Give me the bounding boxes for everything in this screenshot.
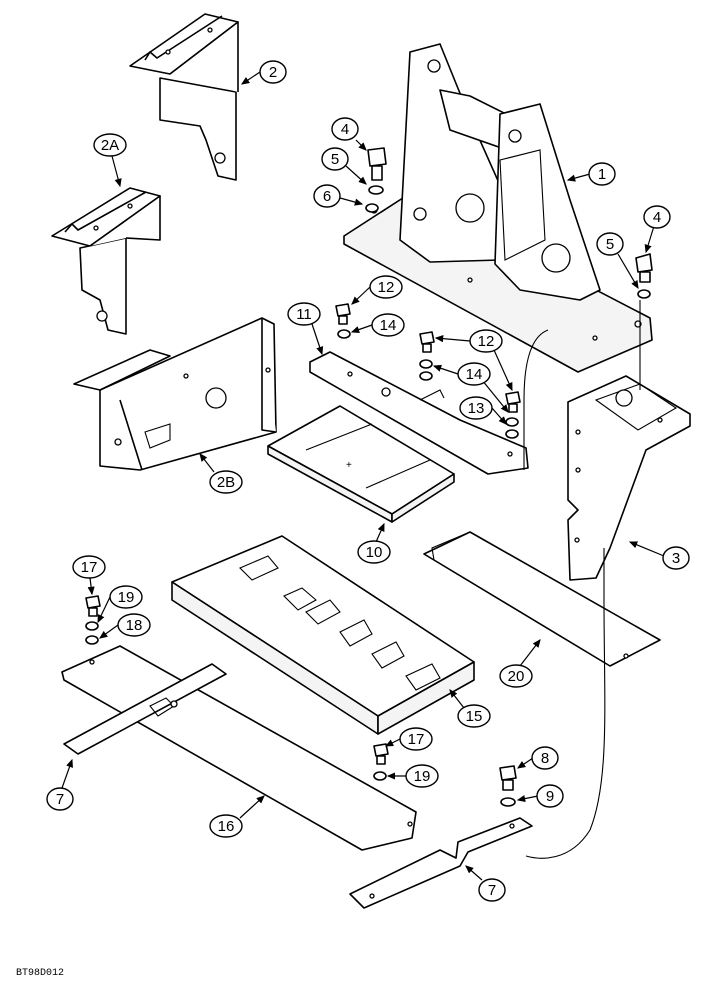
svg-text:2: 2 (269, 64, 277, 81)
bolt-8 (499, 765, 517, 791)
bolt-17-lower (373, 743, 389, 765)
figure-reference-code: BT98D012 (16, 968, 64, 979)
svg-text:7: 7 (56, 791, 64, 808)
washer-5-upper (368, 185, 384, 195)
svg-text:14: 14 (466, 366, 483, 383)
svg-text:9: 9 (546, 788, 554, 805)
callout-19-lower: 19 (386, 764, 439, 788)
part-2b-housing (73, 317, 277, 471)
bolt-4-right (635, 253, 653, 283)
callout-13: 13 (459, 396, 507, 425)
svg-text:10: 10 (366, 544, 383, 561)
callout-3: 3 (628, 541, 690, 570)
washer-6 (365, 203, 379, 213)
svg-text:4: 4 (653, 209, 661, 226)
washer-9 (500, 797, 516, 807)
svg-text:16: 16 (218, 818, 235, 835)
bolt-17-left (85, 595, 101, 617)
callout-10: 10 (357, 522, 391, 564)
svg-text:19: 19 (414, 768, 431, 785)
svg-text:5: 5 (331, 151, 339, 168)
callout-4-right: 4 (643, 205, 671, 254)
callout-1: 1 (566, 162, 616, 186)
bolt-4-upper (367, 147, 387, 181)
part-20-strip (423, 531, 661, 667)
bolt-12-upper (335, 303, 351, 325)
washer-5-right (637, 289, 651, 299)
part-2-bracket (129, 13, 239, 181)
svg-text:12: 12 (378, 279, 395, 296)
bolt-12-right (505, 391, 521, 413)
callout-6: 6 (313, 184, 364, 208)
svg-text:+: + (346, 460, 352, 471)
callout-7-right: 7 (465, 865, 506, 902)
svg-text:2A: 2A (101, 137, 119, 154)
svg-text:5: 5 (606, 236, 614, 253)
svg-text:18: 18 (126, 617, 143, 634)
callout-2: 2 (241, 60, 287, 85)
part-3-bracket (567, 375, 691, 581)
svg-text:15: 15 (466, 708, 483, 725)
svg-text:14: 14 (380, 317, 397, 334)
callout-16: 16 (209, 795, 265, 838)
svg-text:17: 17 (408, 731, 425, 748)
washer-14-upper (337, 329, 351, 339)
svg-text:6: 6 (323, 188, 331, 205)
callout-2b: 2B (199, 453, 243, 494)
callout-14-upper: 14 (350, 313, 405, 337)
part-7-bar-right (349, 817, 533, 909)
part-7-bar-left (63, 663, 227, 755)
washer-19-lower (373, 771, 387, 781)
callout-19-left: 19 (97, 585, 143, 624)
svg-text:11: 11 (296, 306, 312, 323)
callout-20: 20 (499, 639, 541, 688)
bolt-12-mid (419, 331, 435, 353)
part-2a-bracket (51, 187, 161, 335)
callout-14-mid: 14 (432, 362, 509, 413)
svg-text:3: 3 (672, 550, 680, 567)
svg-text:8: 8 (541, 750, 549, 767)
assembly-lines (523, 300, 641, 859)
svg-text:4: 4 (341, 121, 349, 138)
svg-text:1: 1 (598, 166, 606, 183)
part-1-main-frame (343, 43, 653, 373)
callout-7-left: 7 (46, 758, 74, 811)
callout-18: 18 (99, 613, 151, 639)
washer-19-left (85, 621, 99, 631)
callout-5-upper: 5 (321, 147, 367, 185)
svg-text:17: 17 (81, 559, 98, 576)
callout-9: 9 (516, 784, 564, 808)
callout-11: 11 (287, 302, 324, 356)
callout-5-right: 5 (596, 232, 639, 290)
svg-text:7: 7 (488, 882, 496, 899)
svg-text:13: 13 (468, 400, 485, 417)
svg-text:20: 20 (508, 668, 525, 685)
part-15-cover (171, 535, 475, 735)
svg-text:12: 12 (478, 333, 495, 350)
callout-12-upper: 12 (351, 275, 403, 305)
callout-12-right: 12 (434, 329, 513, 392)
callout-2a: 2A (93, 133, 127, 188)
washer-13 (505, 417, 519, 439)
part-10-pad: + (267, 405, 455, 523)
callout-15: 15 (449, 689, 491, 728)
svg-text:19: 19 (118, 589, 135, 606)
callout-8: 8 (517, 746, 559, 770)
washer-18 (85, 635, 99, 645)
svg-text:2B: 2B (217, 474, 235, 491)
callout-17-left: 17 (72, 555, 106, 596)
callout-17-lower: 17 (384, 727, 433, 751)
part-11-plate (309, 351, 529, 475)
washer-14-mid (419, 359, 433, 381)
callout-4-upper: 4 (331, 117, 367, 151)
